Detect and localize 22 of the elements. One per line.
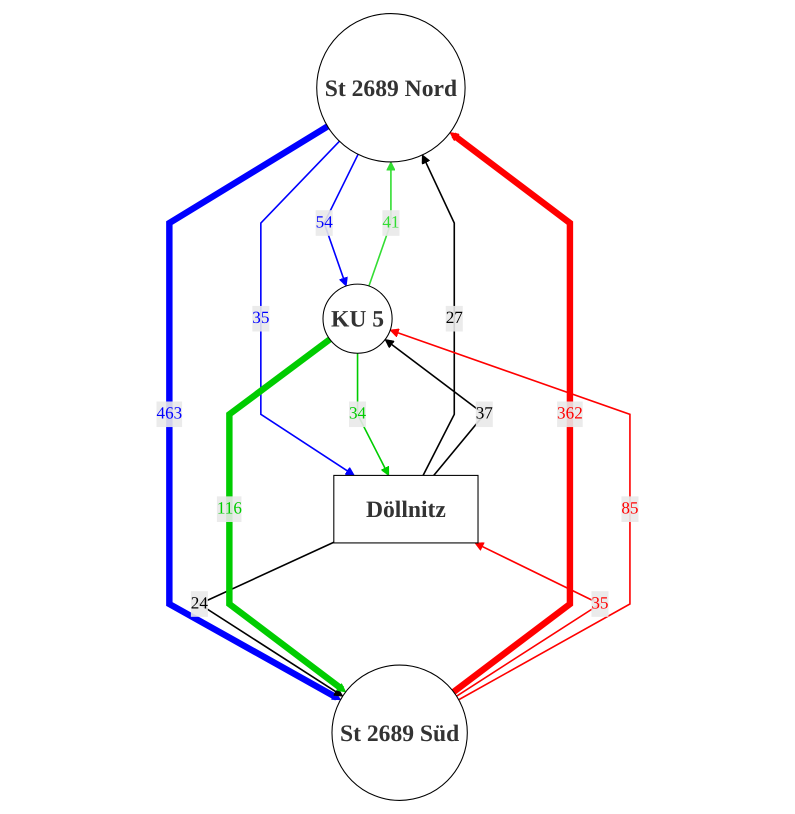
edge-label: 35 (252, 309, 270, 328)
arrow (450, 132, 574, 695)
arrow (422, 154, 456, 476)
edge-label: 362 (557, 404, 583, 423)
edge-label: 35 (591, 594, 608, 613)
edge-label: 27 (446, 309, 463, 328)
edge-label: 24 (190, 594, 208, 613)
node-circle: St 2689 Nord (316, 13, 466, 162)
arrow (226, 336, 346, 692)
edge-label: 85 (621, 500, 639, 518)
arrow (260, 140, 355, 476)
edge-label: 116 (216, 500, 242, 518)
edge-label: 41 (382, 213, 400, 232)
edge-label: 37 (476, 404, 493, 423)
arrow (166, 124, 341, 700)
node-circle: St 2689 Süd (331, 664, 468, 801)
node-circle: KU 5 (322, 284, 393, 354)
arrow (390, 328, 631, 700)
node-box: Döllnitz (333, 474, 479, 544)
edge-label: 34 (348, 404, 366, 423)
edge-label: 54 (316, 213, 333, 232)
edge-label: 463 (156, 404, 182, 423)
